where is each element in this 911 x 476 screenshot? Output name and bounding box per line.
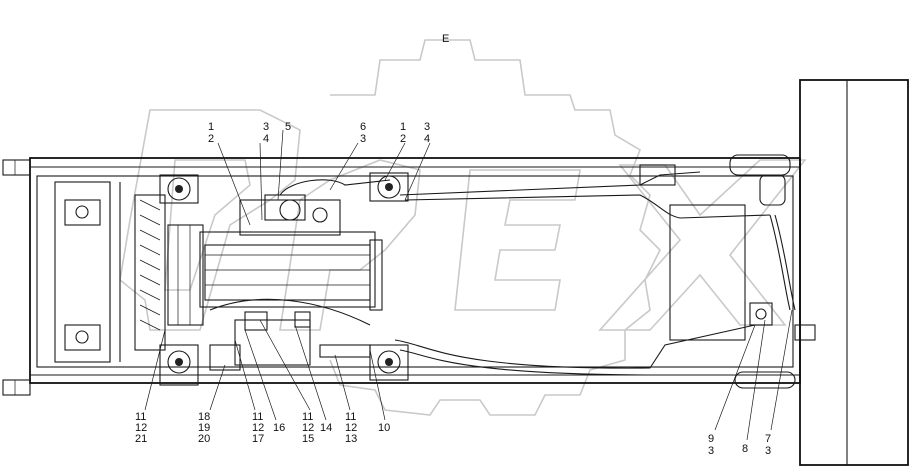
callout-label: 11 [252, 411, 263, 423]
callout-label: 3 [263, 121, 269, 133]
callout-label: 14 [320, 422, 332, 434]
callout-label: 7 [765, 433, 771, 445]
callout-label: 9 [708, 433, 714, 445]
lower-components [209, 311, 371, 371]
callout-label: 3 [360, 133, 366, 145]
callout-label: 3 [765, 445, 771, 457]
callout-label: 11 [302, 411, 313, 423]
rear-crossmember [54, 181, 121, 363]
callout-label: 13 [345, 433, 357, 445]
callout-label: 1 [400, 121, 406, 133]
callout-label: 12 [345, 422, 357, 434]
callout-label: 19 [198, 422, 210, 434]
callout-label: 12 [302, 422, 314, 434]
callout-label: 6 [360, 121, 366, 133]
callouts-bottom: 11 12 21 18 19 20 11 12 17 16 11 12 15 1… [135, 411, 771, 457]
callout-label: 17 [252, 433, 264, 445]
frame-rails [2, 157, 801, 396]
callout-label: 1 [208, 121, 214, 133]
callout-label: 11 [345, 411, 356, 423]
callout-label: 2 [208, 133, 214, 145]
callout-label: 11 [135, 411, 146, 423]
callout-label: 4 [263, 133, 269, 145]
leader-lines [144, 129, 793, 441]
watermark-logo [119, 39, 807, 416]
wheel-mounts [159, 172, 409, 386]
front-frame-section [639, 154, 816, 389]
radiator-fan [134, 194, 204, 351]
callout-label: 5 [285, 121, 291, 133]
pipes [209, 171, 796, 376]
callout-label: 12 [252, 422, 264, 434]
callout-label: 2 [400, 133, 406, 145]
callout-label: 3 [708, 445, 714, 457]
callouts-top: 1 2 3 4 5 6 3 1 2 3 4 [208, 121, 430, 145]
callout-label: 18 [198, 411, 210, 423]
view-letter: E [442, 33, 449, 45]
callout-label: 8 [742, 443, 748, 455]
callout-label: 4 [424, 133, 430, 145]
engine-block [199, 194, 383, 311]
callout-label: 3 [424, 121, 430, 133]
callout-label: 10 [378, 422, 390, 434]
callout-label: 15 [302, 433, 314, 445]
callout-label: 12 [135, 422, 147, 434]
callout-label: 20 [198, 433, 210, 445]
callout-label: 16 [273, 422, 285, 434]
callout-label: 21 [135, 433, 147, 445]
front-plate [799, 79, 909, 466]
